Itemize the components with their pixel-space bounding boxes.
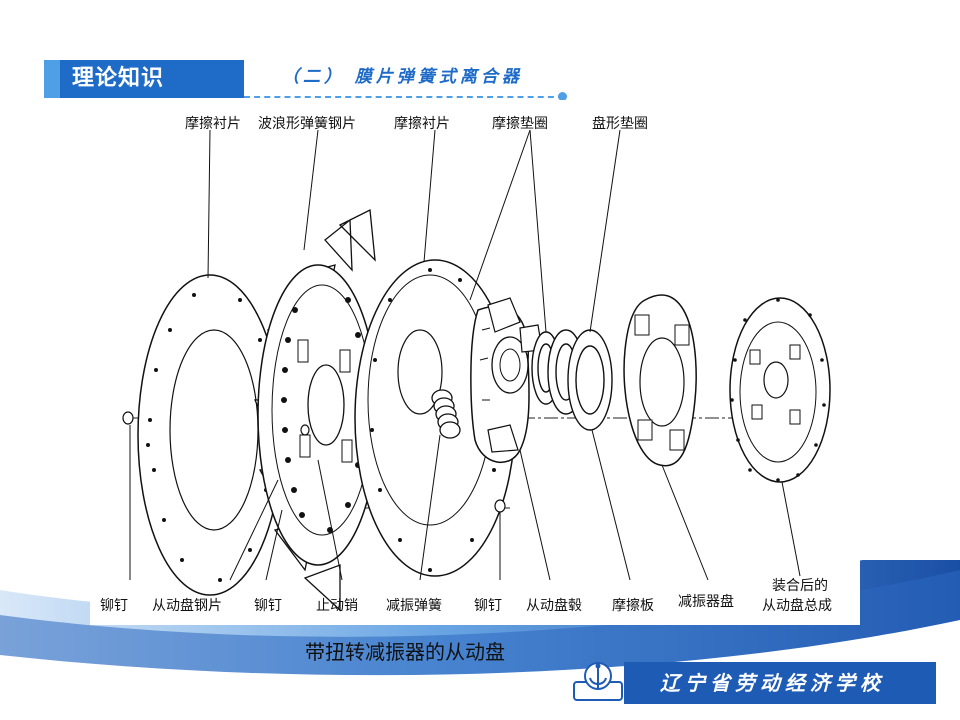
header-dashed-line [244,96,564,98]
damper-disc [623,294,697,467]
section-tag-background [60,60,244,98]
label-disc-hub: 从动盘毂 [526,597,582,614]
label-wave-spring-plate: 波浪形弹簧钢片 [258,116,356,132]
header-line-dot [558,92,567,101]
label-damper-disc: 减振器盘 [678,593,734,610]
section-subtitle: （二） 膜片弹簧式离合器 [282,67,523,87]
label-friction-washer: 摩擦垫圈 [492,115,548,132]
label-friction-plate: 摩擦板 [612,597,654,614]
section-tag [44,60,244,98]
leader-lines [129,129,801,581]
label-assembled-line-2: 从动盘总成 [762,597,832,614]
section-tag-accent [44,60,60,98]
rivets [122,411,506,513]
wave-spring-steel-plate [253,208,379,612]
label-driven-steel-plate: 从动盘钢片 [152,597,222,614]
assembled-driven-disc [729,297,831,483]
section-title: 理论知识 [72,66,165,91]
clutch-disc-exploded-diagram: 摩擦衬片 波浪形弹簧钢片 摩擦衬片 摩擦垫圈 盘形垫圈 铆钉 从动盘钢片 铆钉 … [90,100,860,625]
label-rivet-3: 铆钉 [474,598,502,614]
friction-lining-left [137,274,283,596]
label-disc-washer: 盘形垫圈 [592,115,648,132]
school-name-bar [624,662,936,704]
label-friction-lining-1: 摩擦衬片 [185,115,241,132]
damper-springs [431,389,461,439]
label-rivet-2: 铆钉 [254,598,282,614]
label-friction-lining-2: 摩擦衬片 [394,115,450,132]
label-assembled-line-1: 装合后的 [772,578,828,594]
school-name: 辽宁省劳动经济学校 [660,671,885,695]
label-damper-spring: 减振弹簧 [386,598,442,614]
label-stop-pin: 止动销 [316,598,358,614]
disc-washer [567,329,613,431]
label-rivet-1: 铆钉 [100,598,128,614]
figure-caption: 带扭转减振器的从动盘 [305,640,505,664]
driven-disc-hub [470,297,543,464]
school-logo-icon [573,662,623,701]
